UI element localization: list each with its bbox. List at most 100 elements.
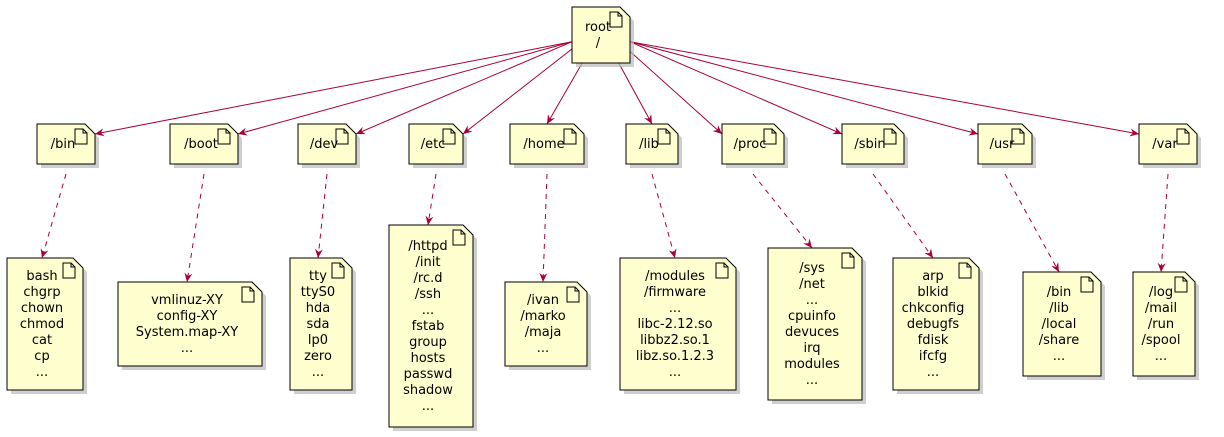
node-text-line: ... xyxy=(422,399,434,414)
node-text-line: passwd xyxy=(404,367,453,382)
edge-usr-to-contents xyxy=(1004,173,1060,273)
node-text-line: fdisk xyxy=(918,333,949,348)
document-icon xyxy=(442,128,456,145)
node-text-line: shadow xyxy=(403,383,453,398)
node-text-line: ifcfg xyxy=(919,349,947,364)
node-text-line: ... xyxy=(927,365,939,380)
node-text-line: root xyxy=(585,20,611,35)
edge-var-to-contents xyxy=(1157,173,1169,273)
node-box xyxy=(767,247,863,401)
document-icon xyxy=(62,262,76,279)
node-text-line: zero xyxy=(304,349,332,364)
node-text-line: System.map-XY xyxy=(136,325,238,340)
node-text-line: debugfs xyxy=(907,317,960,332)
node-box xyxy=(36,123,96,165)
document-icon xyxy=(1080,276,1094,293)
document-icon xyxy=(763,128,777,145)
document-icon xyxy=(452,229,466,246)
document-icon xyxy=(715,262,729,279)
document-icon xyxy=(883,128,897,145)
node-text-line: modules xyxy=(784,357,840,372)
node-text-line: ... xyxy=(312,365,324,380)
contents-node-usr: /bin/lib/local/share... xyxy=(1022,271,1105,380)
node-text-line: vmlinuz-XY xyxy=(151,293,223,308)
node-box xyxy=(1132,271,1196,377)
node-text-line: chown xyxy=(21,301,63,316)
node-text-line: /boot xyxy=(184,137,218,152)
contents-node-etc: /httpd/init/rc.d/ssh...fstabgrouphostspa… xyxy=(388,224,477,431)
node-text-line: /usr xyxy=(990,137,1015,152)
node-text-line: chkconfig xyxy=(902,301,965,316)
node-text-line: irq xyxy=(804,341,821,356)
node-box xyxy=(169,123,239,165)
node-text-line: /spool xyxy=(1142,333,1181,348)
document-icon xyxy=(217,128,231,145)
dir-node-proc: /proc xyxy=(721,123,788,168)
node-text-line: /etc xyxy=(421,137,446,152)
node-box xyxy=(571,6,631,64)
node-text-line: /share xyxy=(1039,333,1079,348)
node-box xyxy=(1022,271,1102,377)
edge-root-to-dev xyxy=(355,41,573,135)
document-icon xyxy=(566,286,580,303)
node-text-line: ... xyxy=(1053,349,1065,364)
node-text-line: ... xyxy=(669,365,681,380)
node-box xyxy=(297,123,357,165)
node-text-line: /net xyxy=(799,277,825,292)
node-text-line: / xyxy=(596,36,601,51)
node-text-line: hosts xyxy=(411,351,446,366)
node-text-line: /marko xyxy=(520,309,565,324)
node-text-line: libbz2.so.1 xyxy=(640,333,710,348)
contents-node-dev: ttyttyS0hdasdalp0zero... xyxy=(289,257,356,394)
node-text-line: ttyS0 xyxy=(301,285,335,300)
node-text-line: devuces xyxy=(785,325,839,340)
dir-node-sbin: /sbin xyxy=(841,123,908,168)
edge-root-to-var xyxy=(629,41,1140,137)
node-box xyxy=(289,257,353,391)
node-text-line: libz.so.1.2.3 xyxy=(636,349,714,364)
node-text-line: /lib xyxy=(1049,301,1069,316)
contents-node-home: /ivan/marko/maja... xyxy=(504,281,591,370)
document-icon xyxy=(657,128,671,145)
document-icon xyxy=(241,286,255,303)
node-text-line: /run xyxy=(1148,317,1174,332)
node-text-line: /firmware xyxy=(644,285,706,300)
dir-node-lib: /lib xyxy=(625,123,682,168)
document-icon xyxy=(563,128,577,145)
node-text-line: /local xyxy=(1042,317,1077,332)
node-box xyxy=(6,257,84,391)
edge-root-to-sbin xyxy=(629,41,843,135)
node-text-line: ... xyxy=(806,373,818,388)
dir-node-etc: /etc xyxy=(408,123,467,168)
edge-root-to-bin xyxy=(94,41,573,137)
dir-node-var: /var xyxy=(1138,123,1201,168)
node-text-line: blkid xyxy=(917,285,948,300)
node-text-line: /rc.d xyxy=(414,271,443,286)
node-text-line: hda xyxy=(306,301,330,316)
edge-dev-to-contents xyxy=(314,173,328,259)
node-text-line: group xyxy=(409,335,447,350)
node-text-line: /modules xyxy=(645,269,705,284)
node-text-line: libc-2.12.so xyxy=(637,317,712,332)
edge-proc-to-contents xyxy=(752,173,813,249)
node-box xyxy=(977,123,1033,165)
node-text-line: /proc xyxy=(734,137,767,152)
node-text-line: ... xyxy=(1155,349,1167,364)
node-text-line: ... xyxy=(537,341,549,356)
node-text-line: config-XY xyxy=(157,309,218,324)
document-icon xyxy=(841,252,855,269)
dir-node-boot: /boot xyxy=(169,123,242,168)
contents-node-proc: /sys/net...cpuinfodevucesirqmodules... xyxy=(767,247,866,404)
node-text-line: cpuinfo xyxy=(788,309,836,324)
edges-layer xyxy=(40,41,1169,283)
node-box xyxy=(408,123,464,165)
contents-node-boot: vmlinuz-XYconfig-XYSystem.map-XY... xyxy=(117,281,266,370)
document-icon xyxy=(331,262,345,279)
document-icon xyxy=(609,11,623,28)
node-text-line: chgrp xyxy=(23,285,60,300)
root-node: root/ xyxy=(571,6,634,67)
edge-lib-to-contents xyxy=(651,173,677,259)
node-text-line: cp xyxy=(34,349,49,364)
node-text-line: ... xyxy=(181,341,193,356)
